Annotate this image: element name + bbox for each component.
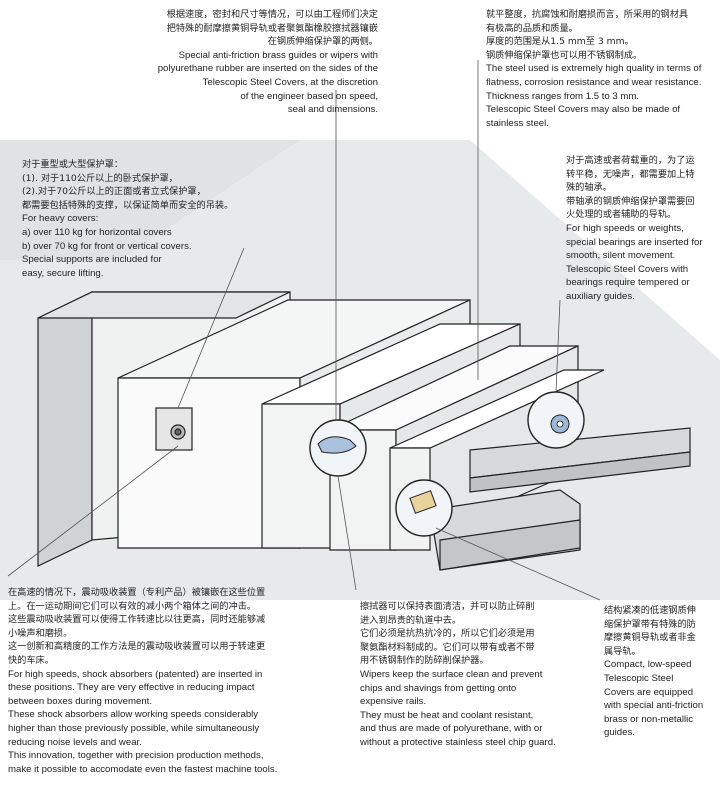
callout-en-line: with special anti-friction bbox=[604, 700, 704, 712]
callout-en-line: and thus are made of polyurethane, with … bbox=[360, 723, 543, 735]
callout-zh-line: 属导轨。 bbox=[604, 645, 641, 657]
guide-rail-upper bbox=[469, 427, 691, 493]
callout-en-line: Telescopic Steel bbox=[604, 672, 674, 684]
callout-en-line: This innovation, together with precision… bbox=[8, 750, 264, 762]
callout-heavy-covers: 对于重型或大型保护罩： (1). 对于110公斤以上的卧式保护罩， (2).对于… bbox=[22, 158, 282, 280]
callout-zh-line: 殊的轴承。 bbox=[566, 182, 612, 194]
callout-top-center: 根据速度，密封和尺寸等情况，可以由工程师们决定 把特殊的耐摩擦黄铜导轨或者聚氨酯… bbox=[130, 8, 378, 117]
callout-en-line: Covers are equipped bbox=[604, 686, 694, 698]
callout-en-line: stainless steel. bbox=[486, 117, 549, 129]
callout-en-line: bearings require tempered or bbox=[566, 277, 690, 289]
callout-en-line: For heavy covers: bbox=[22, 213, 99, 225]
callout-en-line: Compact, low-speed bbox=[604, 659, 692, 671]
callout-zh-line: 在高速的情况下，震动吸收装置（专利产品）被镶嵌在这些位置 bbox=[8, 587, 266, 598]
callout-en-line: easy, secure lifting. bbox=[22, 267, 104, 279]
brass-guide-detail-circle bbox=[395, 479, 453, 537]
callout-zh-line: 厚度的范围是从1.5 mm至 3 mm。 bbox=[486, 36, 634, 48]
callout-en-line: Telescopic Steel Covers with bbox=[566, 263, 689, 275]
callout-en-line: flatness, corrosion resistance and wear … bbox=[486, 76, 702, 88]
callout-zh-line: 钢质伸缩保护罩也可以用不锈钢制成。 bbox=[486, 49, 643, 61]
callout-bearings: 对于高速或者荷载重的，为了运 转平稳，无噪声，都需要加上特 殊的轴承。 带轴承的… bbox=[566, 154, 716, 304]
callout-en-line: Special anti-friction brass guides or wi… bbox=[178, 49, 378, 61]
callout-zh-line: 在钢质伸缩保护罩的两侧。 bbox=[267, 36, 378, 48]
wiper-detail-circle bbox=[309, 419, 367, 477]
callout-zh-line: (2).对于70公斤以上的正面或者立式保护罩， bbox=[22, 186, 206, 198]
callout-zh-line: 有极高的品质和质量。 bbox=[486, 22, 578, 34]
callout-zh-line: 上。在一运动期间它们可以有效的减小两个箱体之间的冲击。 bbox=[8, 600, 257, 612]
callout-en-line: brass or non-metallic bbox=[604, 713, 694, 725]
callout-en-line: between boxes during movement. bbox=[8, 695, 152, 707]
callout-en-line: expensive rails. bbox=[360, 696, 427, 708]
callout-en-line: For high speeds, shock absorbers (patent… bbox=[8, 668, 263, 680]
callout-zh-line: 把特殊的耐摩擦黄铜导轨或者聚氨酯橡胶擦拭器镶嵌 bbox=[166, 22, 378, 34]
callout-en-line: They must be heat and coolant resistant, bbox=[360, 709, 534, 721]
callout-en-line: chips and shavings from getting onto bbox=[360, 682, 517, 694]
callout-zh-line: 用不锈钢制作的防碎削保护器。 bbox=[360, 655, 489, 667]
callout-en-line: these positions. They are very effective… bbox=[8, 682, 255, 694]
callout-en-line: Telescopic Steel Covers may also be made… bbox=[486, 104, 681, 116]
callout-zh-line: 摩擦黄铜导轨或者非金 bbox=[604, 632, 696, 644]
callout-zh-line: 进入到昂贵的轨道中去。 bbox=[360, 614, 462, 626]
callout-zh-line: 转平稳，无噪声，都需要加上特 bbox=[566, 168, 695, 180]
callout-zh-line: 根据速度，密封和尺寸等情况，可以由工程师们决定 bbox=[166, 9, 378, 20]
callout-top-right: 就平整度，抗腐蚀和耐磨损而言，所采用的钢材具 有极高的品质和质量。 厚度的范围是… bbox=[486, 8, 718, 130]
callout-en-line: The steel used is extremely high quality… bbox=[486, 63, 702, 75]
callout-wipers: 擦拭器可以保持表面清洁，并可以防止碎削 进入到昂贵的轨道中去。 它们必须是抗热抗… bbox=[360, 600, 596, 750]
callout-en-line: Wipers keep the surface clean and preven… bbox=[360, 668, 543, 680]
callout-en-line: seal and dimensions. bbox=[287, 104, 378, 116]
leader-lines bbox=[7, 60, 601, 601]
callout-en-line: These shock absorbers allow working spee… bbox=[8, 709, 259, 721]
callout-zh-line: 小噪声和磨损。 bbox=[8, 627, 73, 639]
callout-en-line: guides. bbox=[604, 727, 635, 739]
bearing-detail-circle bbox=[527, 391, 585, 449]
callout-zh-line: 聚氨酯材料制成的。它们可以带有或者不带 bbox=[360, 641, 535, 653]
callout-zh-line: 都需要包括特殊的支撑，以保证简单而安全的吊装。 bbox=[22, 199, 234, 211]
shock-absorber-plate bbox=[155, 407, 193, 451]
callout-zh-line: (1). 对于110公斤以上的卧式保护罩， bbox=[22, 172, 178, 184]
callout-en-line: Thickness ranges from 1.5 to 3 mm. bbox=[486, 90, 640, 102]
callout-en-line: b) over 70 kg for front or vertical cove… bbox=[22, 240, 192, 252]
callout-en-line: a) over 110 kg for horizontal covers bbox=[22, 226, 172, 238]
callout-zh-line: 这些震动吸收装置可以使得工作转速比以往更高，同时还能够减 bbox=[8, 614, 266, 626]
callout-en-line: smooth, silent movement. bbox=[566, 250, 676, 262]
callout-en-line: For high speeds or weights, bbox=[566, 222, 684, 234]
callout-zh-line: 擦拭器可以保持表面清洁，并可以防止碎削 bbox=[360, 601, 535, 612]
callout-en-line: higher than those previously possible, w… bbox=[8, 722, 260, 734]
callout-zh-line: 带轴承的钢质伸缩保护罩需要回 bbox=[566, 195, 695, 207]
guide-rail-lower bbox=[429, 489, 581, 571]
callout-zh-line: 它们必须是抗热抗冷的，所以它们必须是用 bbox=[360, 628, 535, 640]
callout-zh-line: 就平整度，抗腐蚀和耐磨损而言，所采用的钢材具 bbox=[486, 9, 689, 20]
callout-en-line: polyurethane rubber are inserted on the … bbox=[157, 63, 378, 75]
callout-zh-line: 火处理的或者辅助的导轨。 bbox=[566, 209, 677, 221]
callout-zh-line: 对于重型或大型保护罩： bbox=[22, 159, 124, 170]
callout-zh-line: 对于高速或者荷载重的，为了运 bbox=[566, 155, 695, 166]
callout-brass-guides: 结构紧凑的低速钢质伸 缩保护罩带有特殊的防 摩擦黄铜导轨或者非金 属导轨。 Co… bbox=[604, 604, 718, 740]
callout-shock-absorbers: 在高速的情况下，震动吸收装置（专利产品）被镶嵌在这些位置 上。在一运动期间它们可… bbox=[8, 586, 338, 776]
callout-zh-line: 缩保护罩带有特殊的防 bbox=[604, 618, 696, 630]
callout-en-line: auxiliary guides. bbox=[566, 290, 635, 302]
callout-en-line: make it possible to accomodate even the … bbox=[8, 763, 278, 775]
callout-en-line: Telescopic Steel Covers, at the discreti… bbox=[202, 76, 378, 88]
callout-en-line: reducing noise levels and wear. bbox=[8, 736, 142, 748]
callout-zh-line: 快的车床。 bbox=[8, 654, 54, 666]
callout-en-line: Special supports are included for bbox=[22, 254, 162, 266]
background-panel-shade bbox=[0, 140, 300, 260]
callout-en-line: of the engineer based on speed, bbox=[240, 90, 378, 102]
callout-zh-line: 这一创新和高精度的工作方法是的震动吸收装置可以用于转速更 bbox=[8, 641, 266, 653]
callout-en-line: without a protective stainless steel chi… bbox=[360, 736, 556, 748]
callout-zh-line: 结构紧凑的低速钢质伸 bbox=[604, 605, 696, 616]
callout-en-line: special bearings are inserted for bbox=[566, 236, 703, 248]
